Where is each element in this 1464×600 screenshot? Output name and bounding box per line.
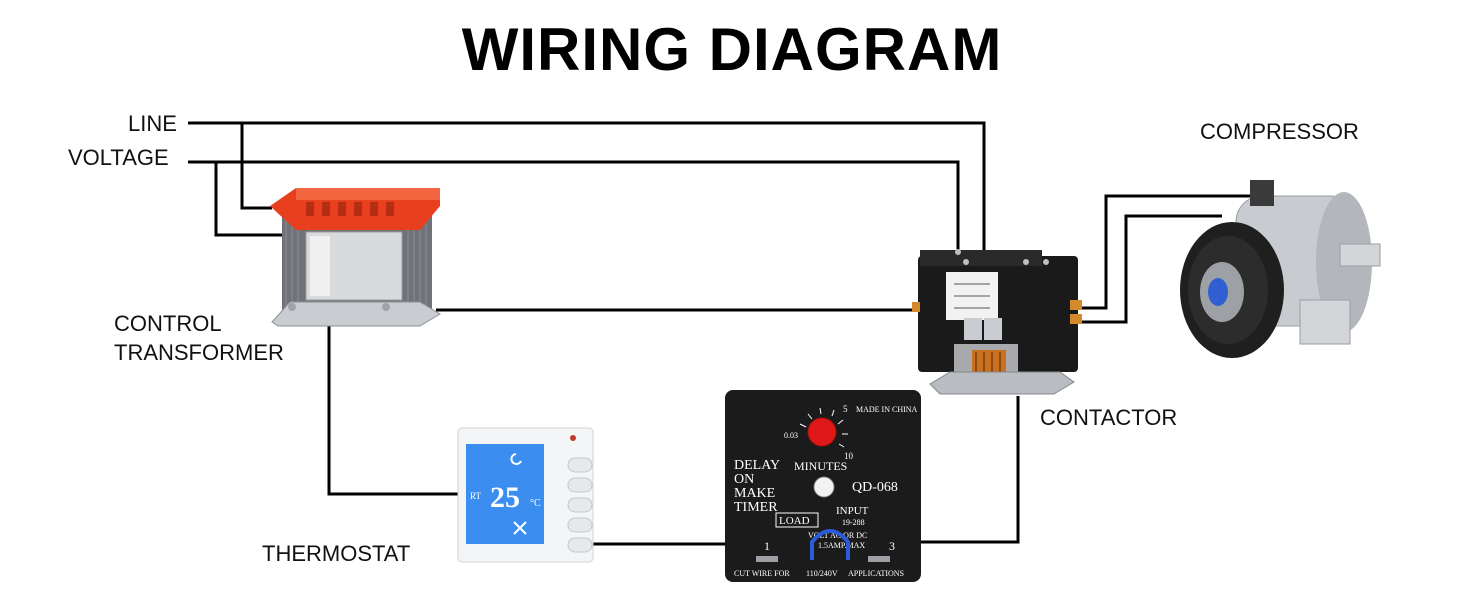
timer-load-label: LOAD	[779, 515, 810, 527]
thermostat-rt-label: RT	[470, 491, 481, 501]
timer-line-3: MAKE	[734, 486, 775, 501]
diagram-title: WIRING DIAGRAM	[461, 16, 1003, 83]
mode-icon	[510, 453, 522, 465]
thermostat-buttons	[567, 457, 593, 553]
power-led-icon	[570, 435, 576, 441]
timer-minutes-label: MINUTES	[794, 459, 847, 473]
timer-load-box	[775, 512, 819, 528]
label-line: LINE	[128, 111, 177, 136]
timer-jumper-wire	[810, 529, 850, 560]
wires	[188, 121, 1250, 546]
label-voltage: VOLTAGE	[68, 145, 169, 170]
delay-timer: MADE IN CHINA 0.03 5 10 MINUTES DELAY ON…	[725, 390, 921, 582]
label-contactor: CONTACTOR	[1040, 405, 1178, 430]
thermostat-temperature: 25	[490, 481, 520, 514]
wire-timer-to-contactor	[876, 396, 1020, 544]
label-control: CONTROL	[114, 311, 222, 336]
timer-terminal-3-tab	[868, 556, 890, 562]
label-thermostat: THERMOSTAT	[262, 541, 411, 566]
wire-line-to-transformer	[240, 123, 272, 210]
control-transformer	[270, 188, 441, 327]
timer-made-in: MADE IN CHINA	[856, 405, 918, 414]
wire-contactor-to-compressor-1	[1080, 194, 1250, 310]
timer-knob[interactable]	[807, 417, 837, 447]
timer-dial-min: 0.03	[784, 431, 798, 440]
thermostat-unit: °C	[530, 498, 541, 509]
thermostat-button-up[interactable]	[567, 457, 593, 473]
timer-line-1: DELAY	[734, 458, 780, 473]
thermostat-button-fan[interactable]	[567, 497, 593, 513]
thermostat-button-mode[interactable]	[567, 517, 593, 533]
wire-transformer-to-thermostat	[327, 322, 458, 496]
timer-dial-mid: 5	[843, 404, 848, 414]
wire-voltage-to-transformer	[214, 162, 284, 237]
timer-cut-wire: CUT WIRE FOR	[734, 569, 790, 578]
timer-input-label: INPUT	[836, 505, 869, 517]
timer-applications: APPLICATIONS	[848, 569, 904, 578]
timer-voltage-rating: 110/240V	[806, 569, 838, 578]
timer-terminal-1-tab	[756, 556, 778, 562]
fan-icon	[513, 521, 527, 535]
timer-terminal-1: 1	[764, 539, 770, 553]
timer-volt-label: VOLT AC OR DC	[808, 531, 867, 540]
timer-input-range: 19-288	[842, 518, 865, 527]
timer-dial-max: 10	[844, 451, 854, 461]
wire-line-to-contactor	[188, 121, 986, 252]
timer-dial-ticks	[799, 407, 848, 448]
compressor	[1180, 180, 1381, 358]
timer-line-4: TIMER	[734, 500, 778, 515]
label-compressor: COMPRESSOR	[1200, 119, 1359, 144]
thermostat-button-power[interactable]	[567, 537, 593, 553]
label-transformer: TRANSFORMER	[114, 340, 284, 365]
timer-amp-label: 1.5AMP.MAX	[818, 541, 865, 550]
wire-voltage-to-contactor	[188, 160, 960, 252]
contactor	[912, 249, 1082, 395]
thermostat-screen	[466, 444, 544, 544]
thermostat-button-down[interactable]	[567, 477, 593, 493]
thermostat: RT 25 °C	[457, 427, 594, 563]
wire-contactor-to-compressor-2	[1080, 214, 1222, 324]
timer-model: QD-068	[852, 480, 898, 495]
timer-terminal-3: 3	[889, 539, 895, 553]
timer-line-2: ON	[734, 472, 754, 487]
timer-led	[813, 476, 835, 498]
